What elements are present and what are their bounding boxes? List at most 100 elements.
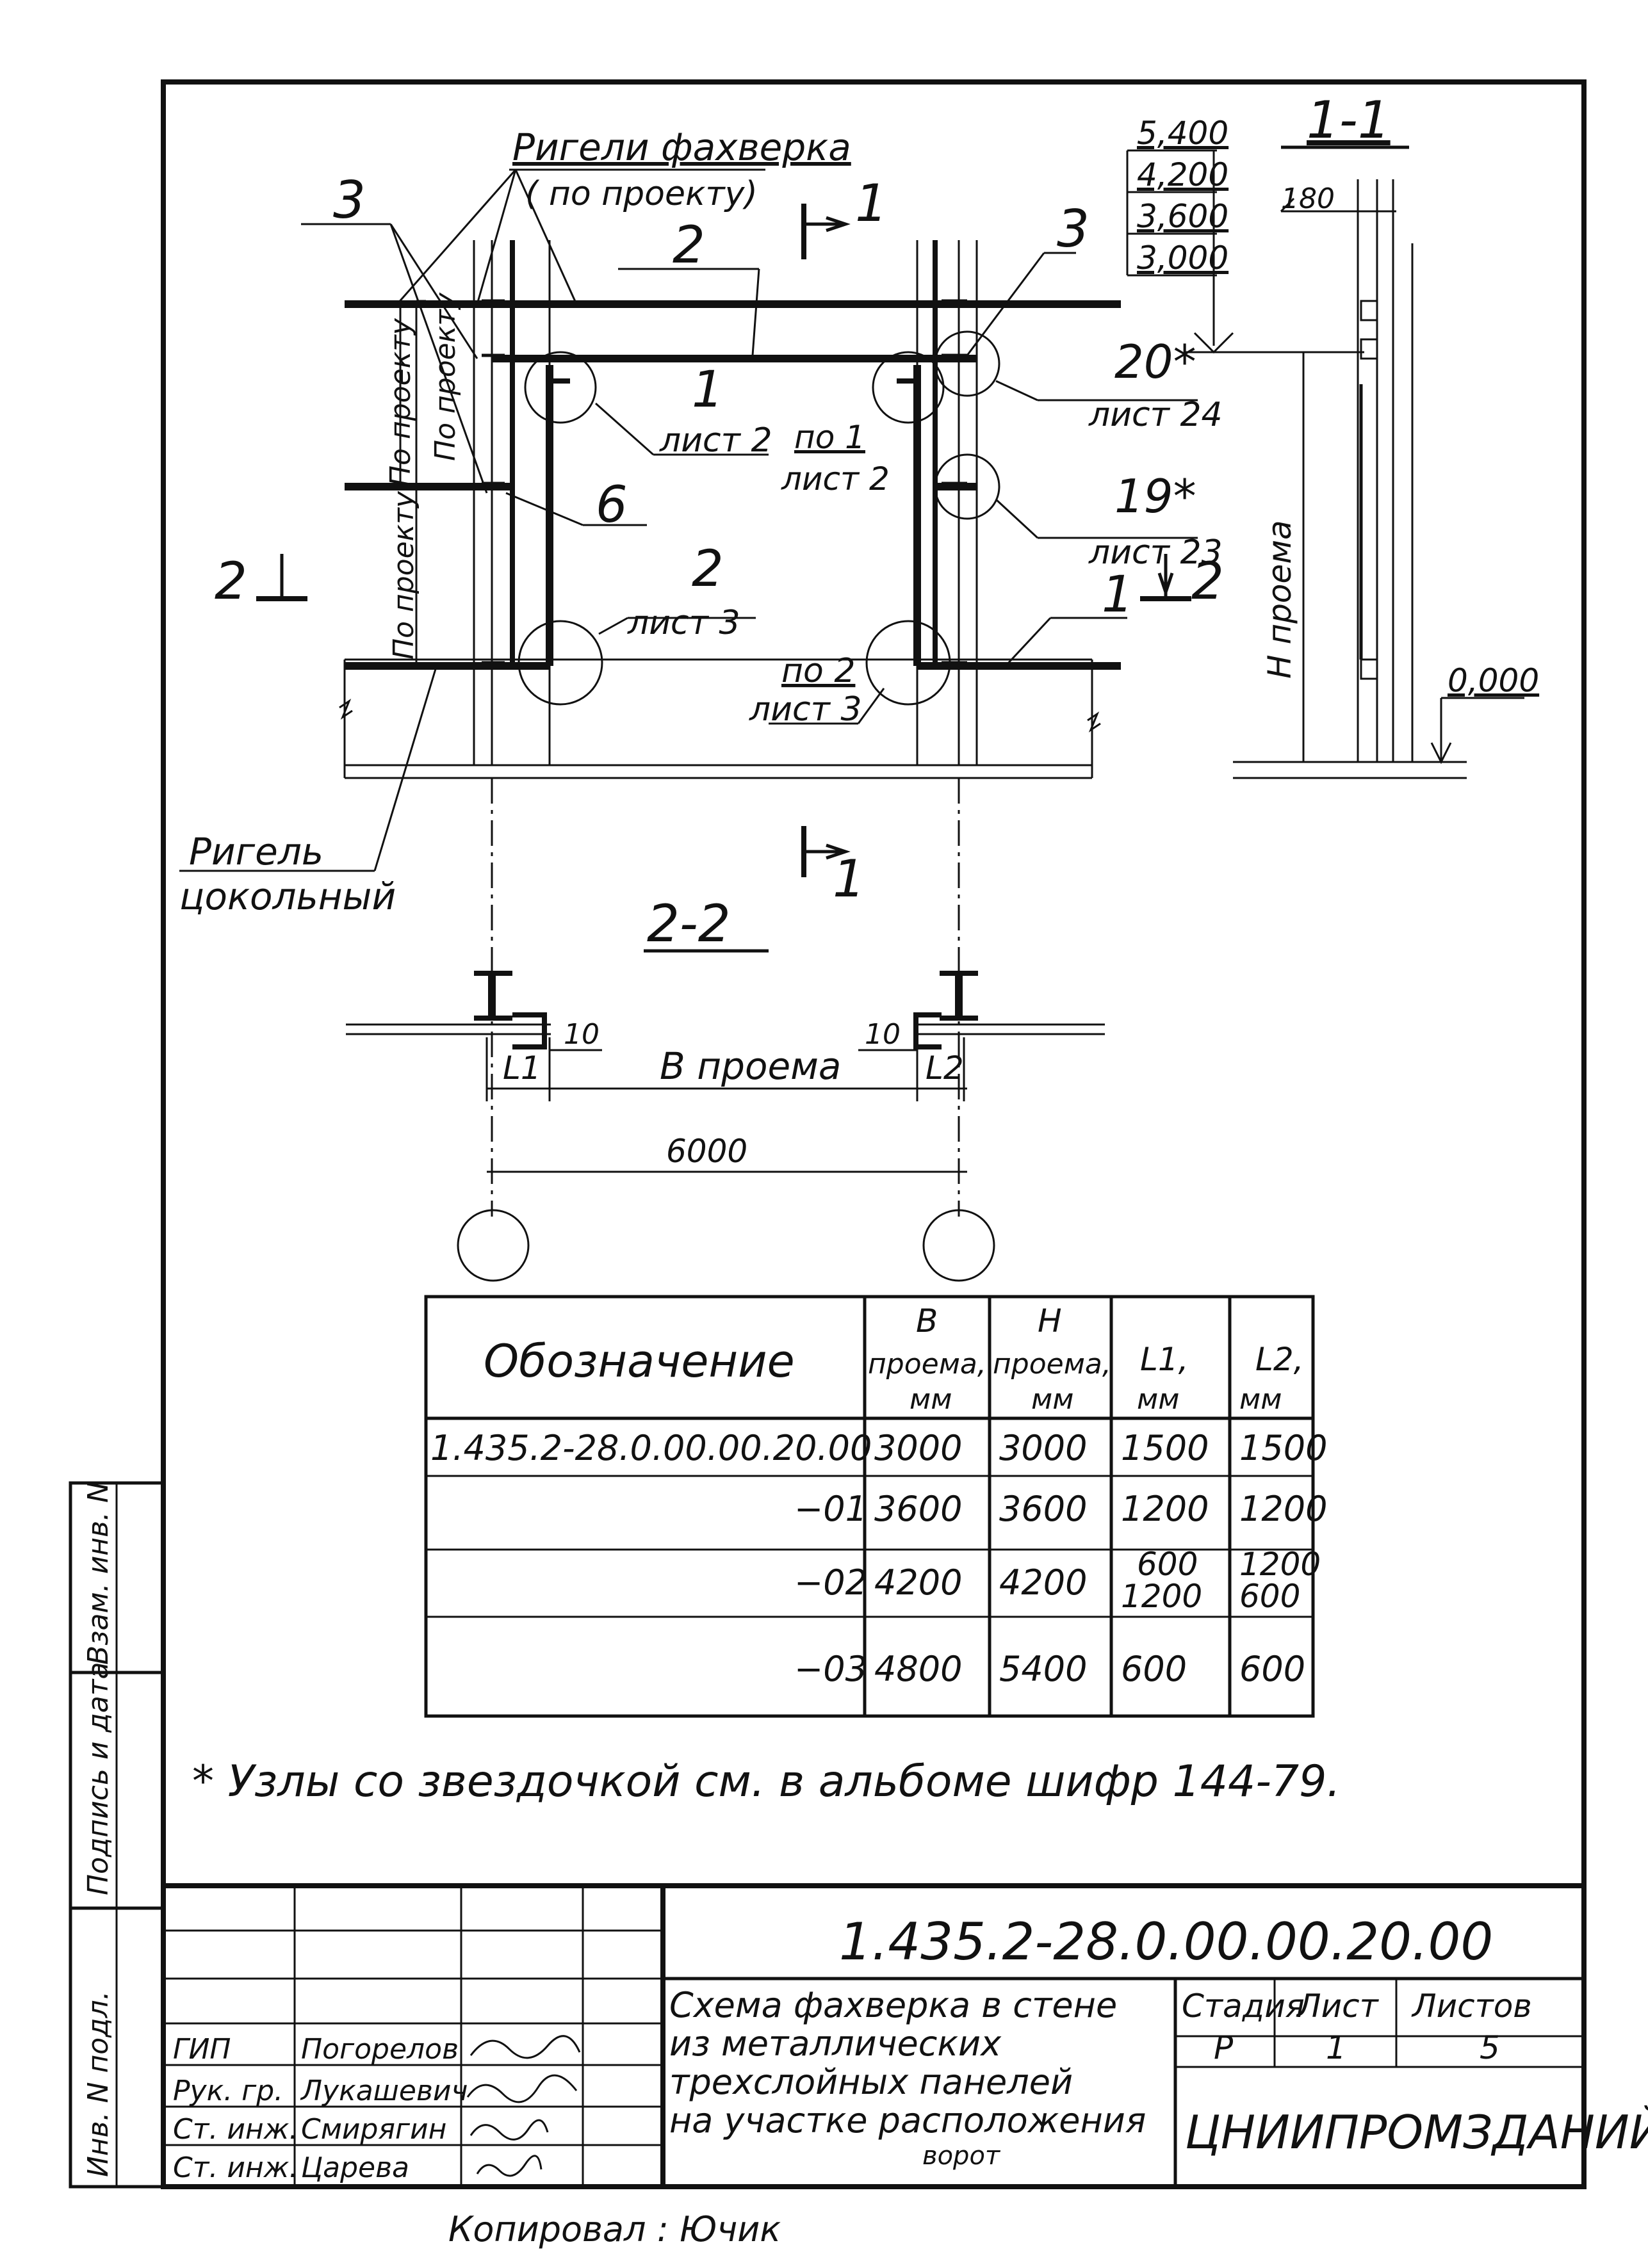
th-h-1: H [1038, 1302, 1062, 1340]
table-row-1-h: 3600 [999, 1489, 1087, 1529]
staff-3-role: Ст. инж. [173, 2151, 298, 2184]
section-1-1-title: 1-1 [1307, 90, 1391, 150]
note-asterisk: * Узлы со звездочкой см. в альбоме шифр … [192, 1756, 1341, 1807]
table-row-1-designation: −01 [794, 1489, 867, 1529]
table-row-2-b: 4200 [874, 1562, 962, 1603]
label-po-proektu-paren: ( по проекту) [525, 175, 758, 213]
th-b-3: мм [910, 1383, 952, 1416]
label-num-1-right: 1 [1102, 566, 1134, 624]
staff-0-name: Погорелов [301, 2033, 459, 2066]
stage-value: Р [1214, 2029, 1234, 2066]
node1-sheet: лист 2 [659, 421, 772, 460]
dim-180: 180 [1281, 182, 1335, 215]
staff-2-name: Смирягин [301, 2113, 446, 2146]
doc-code: 1.435.2-28.0.00.00.20.00 [839, 1912, 1493, 1972]
section-1-bottom: 1 [833, 849, 865, 909]
dim-l2: L2 [926, 1049, 964, 1087]
desc-line-1: Схема фахверка в стене [669, 1985, 1117, 2025]
node2-num: 2 [692, 540, 724, 598]
node20-num: 20* [1114, 335, 1196, 389]
label-num-3-left: 3 [333, 170, 366, 230]
table-row-0-l2: 1500 [1239, 1428, 1327, 1468]
dim-b-proema: B проема [660, 1044, 841, 1088]
side-inv: Инв. N подл. [82, 1991, 115, 2177]
th-b-1: B [916, 1302, 938, 1340]
signature-0 [469, 2035, 581, 2059]
h-proema: H проема [1261, 520, 1298, 679]
node19-num: 19* [1114, 469, 1196, 523]
table-row-2-h: 4200 [999, 1562, 1087, 1603]
sheets-value: 5 [1480, 2029, 1500, 2066]
dim-10-left: 10 [564, 1018, 600, 1051]
side-stamp: Взам. инв. N Подпись и дата Инв. N подл. [82, 1482, 115, 2177]
spec-table: Обозначение B проема, мм H проема, мм L1… [424, 1295, 1327, 1718]
signature-1 [466, 2074, 578, 2103]
table-row-0-l1: 1500 [1121, 1428, 1209, 1468]
desc-line-4: на участке расположения [669, 2100, 1146, 2141]
section-2-2-title: 2-2 [647, 894, 731, 953]
table-row-3-l1: 600 [1121, 1649, 1187, 1689]
section-2-right: 2 [1191, 551, 1224, 611]
dim-6000: 6000 [666, 1133, 747, 1170]
node1-mirror-num: по 1 [794, 419, 865, 456]
dim-10-right: 10 [865, 1018, 901, 1051]
section-2-2: 2-2 10 10 L1 L2 B проема 6000 [346, 894, 1105, 1282]
dim-l1: L1 [503, 1049, 541, 1087]
copied-by: Копировал : Ючик [448, 2209, 781, 2249]
label-rigel-cokol-1: Ригель [189, 830, 323, 873]
th-l2-2: мм [1239, 1383, 1282, 1416]
th-l1-2: мм [1137, 1383, 1179, 1416]
table-row-0-designation: 1.435.2-28.0.00.00.20.00 [430, 1428, 872, 1468]
sheet-value: 1 [1326, 2029, 1346, 2066]
table-row-3-designation: −03 [794, 1649, 867, 1689]
th-l2-1: L2, [1255, 1341, 1304, 1378]
table-row-1-b: 3600 [874, 1489, 962, 1529]
table-row-1-l1: 1200 [1121, 1489, 1209, 1529]
elev-zero: 0,000 [1448, 662, 1539, 699]
staff-1-role: Рук. гр. [173, 2075, 283, 2107]
table-row-0-h: 3000 [999, 1428, 1087, 1468]
node1-num: 1 [692, 361, 724, 419]
table-row-2-designation: −02 [794, 1562, 867, 1603]
table-row-3-h: 5400 [999, 1649, 1087, 1689]
th-designation: Обозначение [484, 1335, 795, 1388]
label-num-6: 6 [596, 476, 628, 534]
org-name: ЦНИИПРОМЗДАНИЙ [1185, 2105, 1648, 2159]
elev-5400: 5,400 [1137, 115, 1228, 152]
side-vzam: Взам. инв. N [82, 1482, 115, 1665]
node2-mirror-num: по 2 [781, 652, 855, 690]
label-rigeli: Ригели фахверка [512, 126, 851, 169]
table-row-2-l1: 600 [1137, 1546, 1198, 1583]
table-row-2-l2: 1200 [1239, 1546, 1321, 1583]
label-num-2: 2 [673, 215, 705, 275]
node20-sheet: лист 24 [1088, 396, 1223, 434]
po-proektu-1: По проекту [429, 292, 462, 461]
desc-line-5: ворот [922, 2141, 1001, 2171]
staff-0-role: ГИП [173, 2033, 231, 2066]
elev-4200: 4,200 [1137, 156, 1228, 193]
node1-mirror-sheet: лист 2 [781, 460, 890, 498]
th-l1-1: L1, [1140, 1341, 1189, 1378]
sheets-label: Листов [1411, 1988, 1532, 2025]
sheet-frame [69, 79, 1587, 2189]
po-proektu-2: По проекту [384, 318, 417, 487]
label-num-3-right: 3 [1057, 199, 1089, 259]
elev-3000: 3,000 [1137, 239, 1228, 277]
stage-label: Стадия [1182, 1988, 1305, 2025]
staff-1-name: Лукашевич [300, 2075, 468, 2107]
table-row-0-b: 3000 [874, 1428, 962, 1468]
node2-sheet: лист 3 [627, 604, 740, 642]
th-b-2: проема, [868, 1348, 986, 1381]
section-2-left: 2 [215, 551, 247, 611]
title-block: 1.435.2-28.0.00.00.20.00 Схема фахверка … [163, 1883, 1648, 2187]
facade-view [179, 168, 1198, 1217]
node19-sheet: лист 23 [1088, 533, 1223, 572]
table-row-1-l2: 1200 [1239, 1489, 1327, 1529]
signature-3 [476, 2155, 543, 2177]
th-h-2: проема, [993, 1348, 1111, 1381]
staff-3-name: Царева [301, 2151, 409, 2184]
signature-2 [469, 2119, 549, 2141]
sheet-label: Лист [1296, 1988, 1380, 2025]
staff-2-role: Ст. инж. [173, 2113, 298, 2146]
